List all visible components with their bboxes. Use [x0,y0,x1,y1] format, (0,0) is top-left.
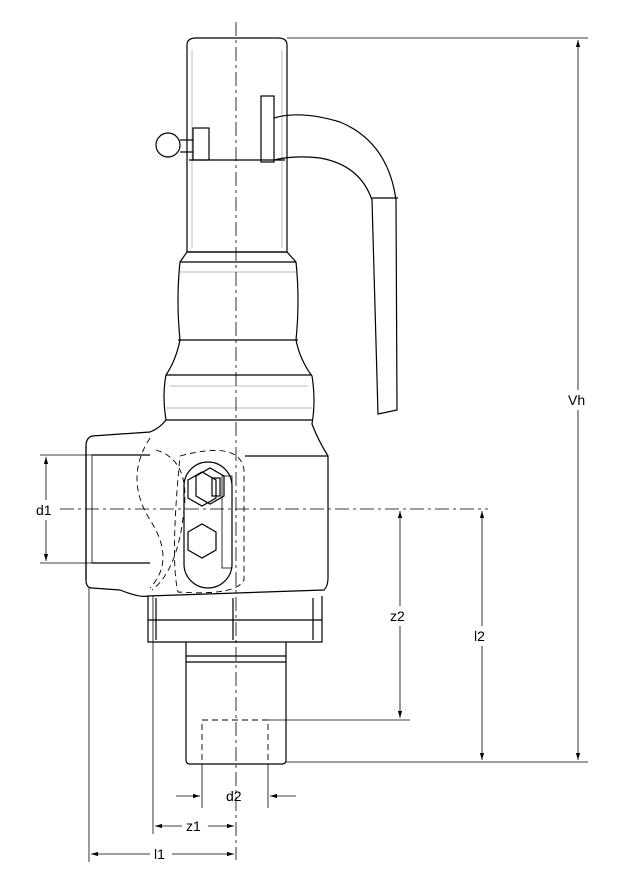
bolt-slot [183,461,233,589]
center-lines [60,22,488,860]
valve-outline [85,37,398,765]
lever-handle [273,114,398,415]
dimension-labels: Vh l2 z2 d1 d2 z1 l1 [36,392,585,862]
dimensions [34,37,592,864]
lever-pivot [260,95,275,163]
label-z1: z1 [186,818,201,834]
label-l2: l2 [474,628,485,644]
valve-cap [186,37,288,253]
label-z2: z2 [390,608,405,624]
label-d1: d1 [36,502,52,518]
valve-nut [147,596,323,643]
label-d2: d2 [226,788,242,804]
bolt-lower [187,523,217,559]
knob-bracket [192,127,210,161]
knob [155,132,181,158]
label-l1: l1 [154,846,165,862]
valve-bonnet [85,251,329,597]
label-vh: Vh [568,392,585,408]
bolt-upper [187,467,225,507]
